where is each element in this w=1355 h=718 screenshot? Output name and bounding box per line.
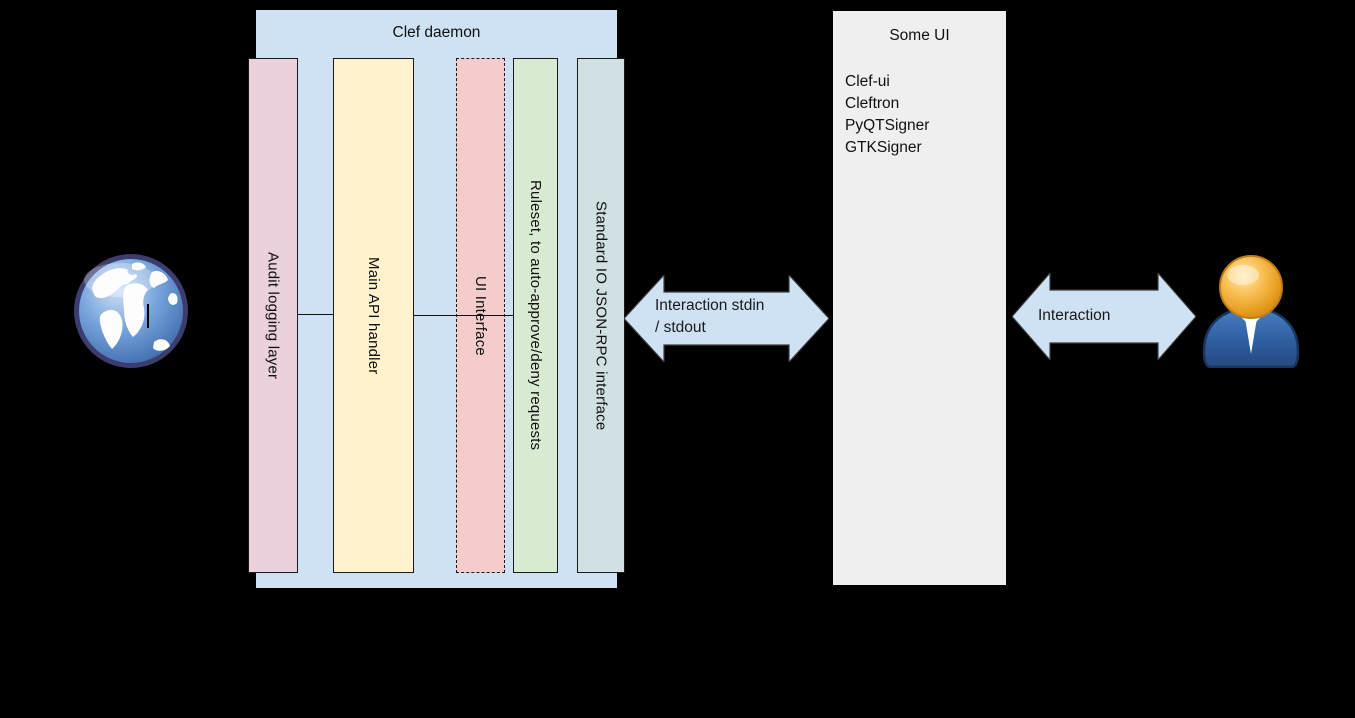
connector-api-to-ruleset [414, 315, 514, 316]
some-ui-item-cleftron: Cleftron [845, 95, 900, 112]
connector-audit-to-api [298, 314, 333, 315]
layer-main-api-handler: Main API handler [333, 58, 414, 573]
stdin-stdout-arrow-label-line1: Interaction stdin [655, 297, 765, 314]
clef-daemon-title: Clef daemon [392, 24, 481, 41]
stdin-stdout-arrow-label: Interaction stdin / stdout [655, 295, 764, 339]
layer-stdio-jsonrpc: Standard IO JSON-RPC interface [577, 58, 625, 573]
layer-main-api-handler-label: Main API handler [365, 256, 382, 375]
interaction-arrow-shape [1012, 273, 1196, 360]
layer-audit-logging-label: Audit logging layer [264, 251, 282, 380]
globe-anchor-tick [147, 304, 149, 328]
some-ui-item-gtksigner: GTKSigner [845, 139, 922, 156]
clef-daemon-container: Clef daemon [256, 10, 617, 588]
layer-audit-logging: Audit logging layer [248, 58, 298, 573]
stdin-stdout-arrow [624, 275, 829, 362]
stdin-stdout-arrow-label-line2: / stdout [655, 319, 706, 336]
some-ui-item-pyqtsigner: PyQTSigner [845, 117, 930, 134]
interaction-arrow [1012, 273, 1196, 360]
stdin-stdout-arrow-shape [624, 275, 829, 362]
some-ui-title: Some UI [889, 27, 950, 44]
layer-stdio-jsonrpc-label: Standard IO JSON-RPC interface [592, 200, 610, 431]
some-ui-container: Some UI Clef-ui Cleftron PyQTSigner GTKS… [832, 10, 1007, 586]
layer-ruleset: Ruleset, to auto-approve/deny requests [513, 58, 558, 573]
some-ui-list: Clef-ui Cleftron PyQTSigner GTKSigner [845, 71, 929, 159]
globe-icon [70, 250, 192, 372]
interaction-arrow-label: Interaction [1038, 307, 1111, 324]
some-ui-item-clef-ui: Clef-ui [845, 73, 890, 90]
user-icon [1202, 254, 1300, 369]
layer-ruleset-label: Ruleset, to auto-approve/deny requests [527, 180, 544, 451]
